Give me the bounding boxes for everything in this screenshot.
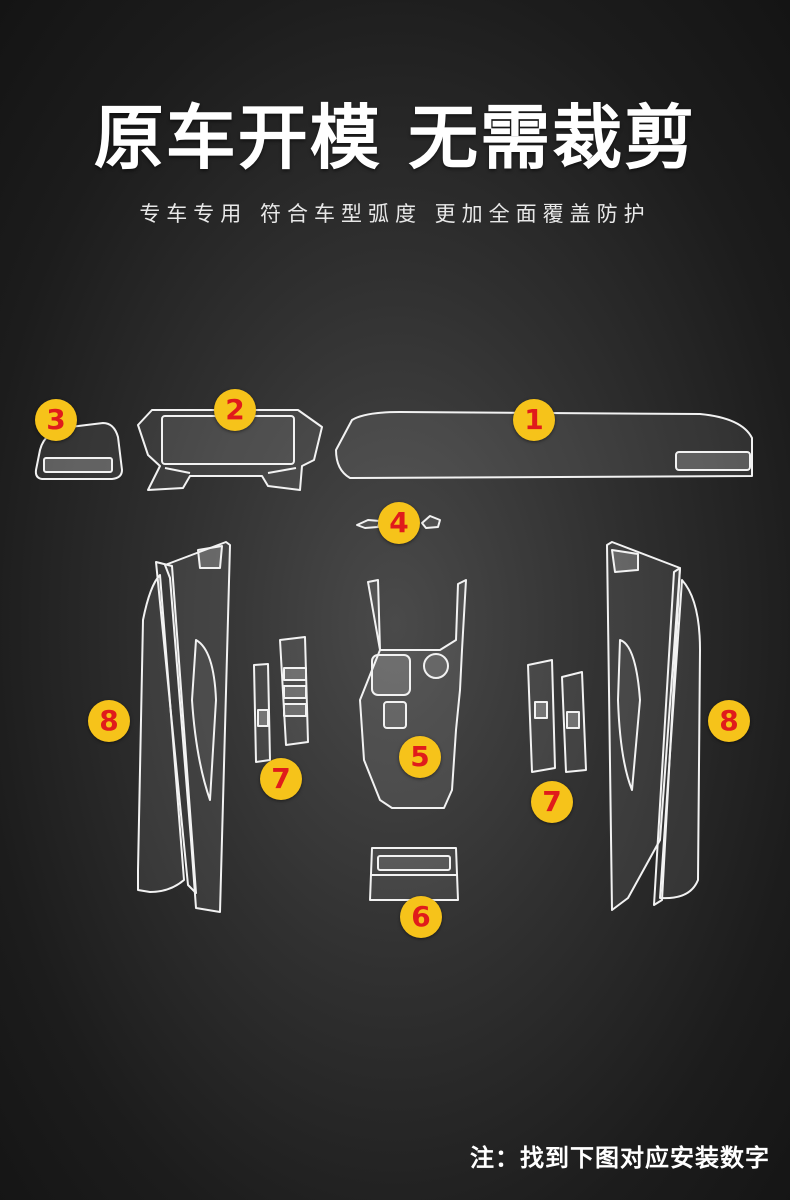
part-badge-7-right: 7 xyxy=(531,781,573,823)
part-2-instrument-cluster xyxy=(137,409,323,491)
part-badge-2: 2 xyxy=(214,389,256,431)
part-8-right-door-panel xyxy=(606,541,701,911)
install-note: 注：找到下图对应安装数字 xyxy=(470,1144,770,1172)
part-7-left-switch-panels xyxy=(253,636,309,763)
page-title: 原车开模 无需裁剪 xyxy=(93,97,697,179)
part-badge-8-right: 8 xyxy=(708,700,750,742)
part-6-cupholder-trim xyxy=(369,847,459,901)
part-8-left-door-panel xyxy=(137,541,231,913)
part-badge-1: 1 xyxy=(513,399,555,441)
part-badge-3: 3 xyxy=(35,399,77,441)
part-badge-5: 5 xyxy=(399,736,441,778)
part-badge-8-left: 8 xyxy=(88,700,130,742)
page-subtitle: 专车专用 符合车型弧度 更加全面覆盖防护 xyxy=(139,202,651,226)
part-badge-4: 4 xyxy=(378,502,420,544)
part-badge-7-left: 7 xyxy=(260,758,302,800)
part-badge-6: 6 xyxy=(400,896,442,938)
part-7-right-switch-panels xyxy=(527,659,587,773)
part-1-dashboard-strip xyxy=(335,411,753,479)
